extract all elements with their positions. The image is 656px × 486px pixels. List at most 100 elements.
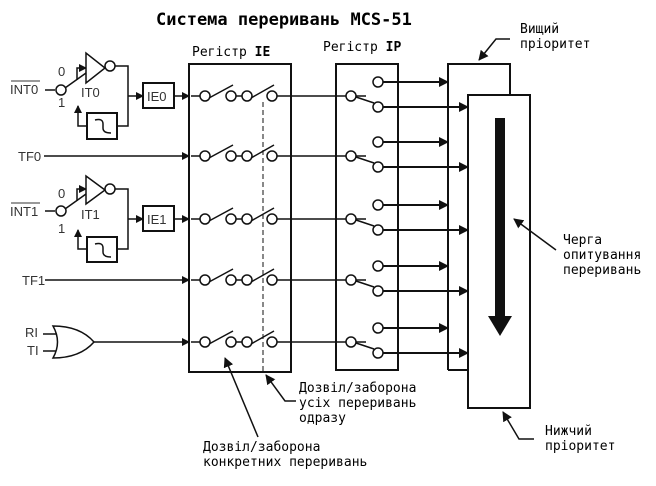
global-enable-line3: одразу	[299, 411, 346, 426]
ip-register-label: Регістр IP	[323, 40, 401, 55]
ie-switch-contact	[241, 150, 253, 162]
ie-switch-contact	[266, 274, 278, 286]
ie1-flag-box	[142, 205, 175, 232]
ie-switch-contact	[241, 336, 253, 348]
ie-switch-contact	[225, 150, 237, 162]
it1-pos1-label: 1	[58, 221, 65, 236]
individual-enable-line1: Дозвіл/заборона	[203, 440, 320, 455]
it0-switch-blade	[64, 72, 87, 89]
ie-switch-contact	[241, 274, 253, 286]
ip-priority-switch	[355, 342, 375, 350]
polling-queue-line1: Черга	[563, 233, 602, 248]
ip-switch-pivot	[345, 150, 357, 162]
ie-switch-contact	[266, 213, 278, 225]
it0-pos0-label: 0	[58, 64, 65, 79]
int1-edge-detector	[86, 236, 118, 263]
ie-switch-contact	[241, 213, 253, 225]
ip-high-contact	[372, 322, 384, 334]
ie-global-enable-switch	[250, 144, 275, 159]
source-tf0: TF0	[18, 149, 190, 164]
high-priority-annotation: Вищий пріоритет	[478, 22, 590, 61]
ie0-label: IE0	[147, 89, 167, 104]
individual-enable-line2: конкретних переривань	[203, 455, 367, 470]
it0-switch-pivot	[55, 84, 67, 96]
ie-individual-enable-switch	[208, 330, 234, 345]
polling-queue-annotation: Черга опитування переривань	[513, 218, 641, 278]
ip-priority-switch	[355, 280, 375, 288]
low-priority-line1: Нижчий	[545, 424, 592, 439]
ie-switch-contact	[199, 274, 211, 286]
ie-switch-contact	[266, 150, 278, 162]
ip-high-contact	[372, 76, 384, 88]
ie-switch-contact	[225, 274, 237, 286]
ip-high-contact	[372, 199, 384, 211]
global-enable-line2: усіх переривань	[299, 396, 416, 411]
ip-switch-pivot	[345, 90, 357, 102]
ie0-flag-box	[142, 82, 175, 109]
ie-switch-contact	[225, 90, 237, 102]
ie-switch-contact	[199, 150, 211, 162]
queue-direction-arrowhead	[488, 316, 512, 336]
ie-switch-contact	[199, 336, 211, 348]
diagram-title: Система переривань MCS-51	[156, 10, 412, 30]
int1-label: INT1	[10, 204, 38, 219]
ip-low-contact	[372, 285, 384, 297]
falling-edge-icon	[94, 242, 112, 258]
polling-queue-line2: опитування	[563, 248, 641, 263]
high-priority-line2: пріоритет	[520, 37, 590, 52]
or-gate	[51, 325, 95, 359]
falling-edge-icon	[94, 118, 112, 134]
ie-global-enable-switch	[250, 84, 275, 99]
ie-global-enable-switch	[250, 268, 275, 283]
ip-switch-pivot	[345, 213, 357, 225]
ip-priority-switch	[355, 219, 375, 227]
ie-individual-enable-switch	[208, 268, 234, 283]
global-enable-line1: Дозвіл/заборона	[299, 381, 416, 396]
it1-pos0-label: 0	[58, 186, 65, 201]
ip-priority-switch	[355, 96, 375, 104]
it0-pos1-label: 1	[58, 95, 65, 110]
tf1-label: TF1	[22, 273, 45, 288]
low-priority-line2: пріоритет	[545, 439, 615, 454]
source-serial: RI TI	[25, 325, 190, 359]
source-tf1: TF1	[22, 273, 190, 288]
ip-low-contact	[372, 224, 384, 236]
ie-switch-contact	[266, 336, 278, 348]
ti-label: TI	[27, 343, 39, 358]
it1-bit-label: IT1	[81, 207, 100, 222]
ie-switch-contact	[199, 90, 211, 102]
ip-register-box	[335, 63, 399, 371]
int0-edge-detector	[86, 112, 118, 140]
high-priority-box	[447, 63, 511, 370]
int0-label: INT0	[10, 82, 38, 97]
ie-register-label: Регістр IE	[192, 45, 270, 60]
ip-low-contact	[372, 101, 384, 113]
ie-individual-enable-switch	[208, 84, 234, 99]
ip-high-contact	[372, 136, 384, 148]
tf0-label: TF0	[18, 149, 41, 164]
individual-enable-annotation: Дозвіл/заборона конкретних переривань	[203, 357, 367, 470]
ip-priority-switch	[355, 156, 375, 164]
ie-switch-contact	[225, 336, 237, 348]
ie-global-enable-switch	[250, 330, 275, 345]
int0-inverter	[85, 51, 107, 85]
ie-global-enable-switch	[250, 207, 275, 222]
ie-switch-contact	[266, 90, 278, 102]
polling-queue-line3: переривань	[563, 263, 641, 278]
ip-switch-pivot	[345, 274, 357, 286]
it0-bit-label: IT0	[81, 85, 100, 100]
ie-switch-contact	[199, 213, 211, 225]
ip-switch-pivot	[345, 336, 357, 348]
register-switch-rows	[191, 76, 469, 359]
ie-individual-enable-switch	[208, 207, 234, 222]
global-enable-annotation: Дозвіл/заборона усіх переривань одразу	[265, 374, 416, 426]
it1-switch-pivot	[55, 205, 67, 217]
source-int1: INT1 0 1 IT1 IE1	[10, 174, 190, 263]
ri-label: RI	[25, 325, 38, 340]
ip-low-contact	[372, 347, 384, 359]
ie-switch-contact	[225, 213, 237, 225]
ip-low-contact	[372, 161, 384, 173]
ie-individual-enable-switch	[208, 144, 234, 159]
high-priority-line1: Вищий	[520, 22, 559, 37]
